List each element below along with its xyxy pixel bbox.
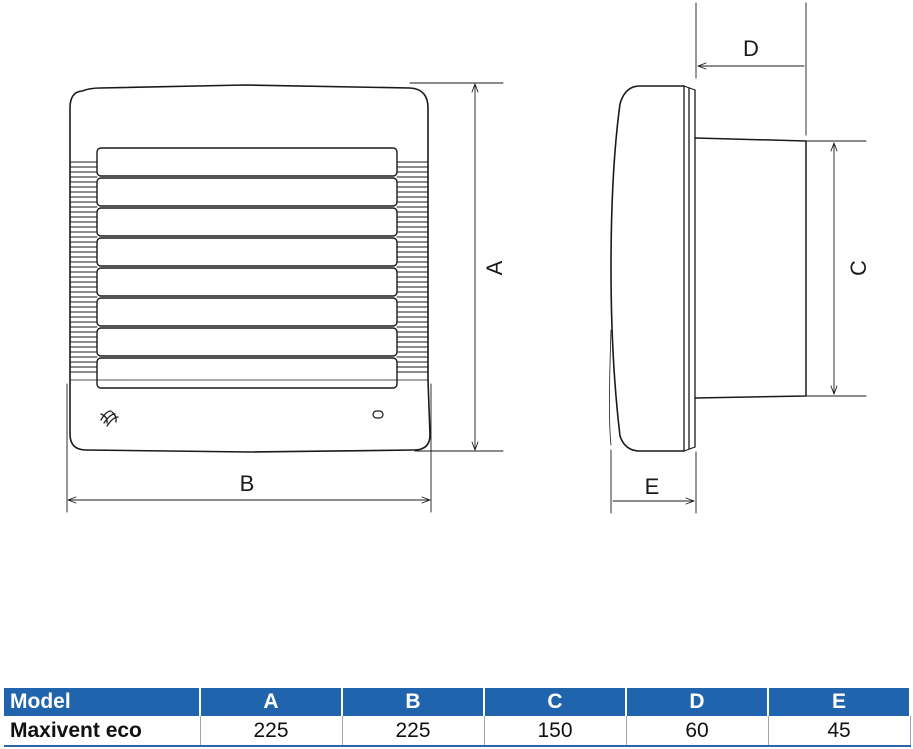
- side-spigot: [694, 137, 807, 399]
- table-header-e: E: [768, 688, 911, 716]
- louvre-slat: [96, 177, 398, 207]
- side-view: [609, 85, 807, 452]
- dimension-label-b: B: [240, 471, 255, 496]
- brand-logo-icon: [100, 410, 119, 427]
- value-d-cell: 60: [626, 716, 769, 747]
- table-row: Maxivent eco 225 225 150 60 45: [4, 716, 911, 747]
- value-b-cell: 225: [342, 716, 485, 747]
- dimension-label-d: D: [743, 36, 759, 61]
- louvre-slat: [96, 267, 398, 297]
- table-header-model: Model: [4, 688, 201, 716]
- front-cover-outline: [69, 84, 431, 453]
- table-header-d: D: [626, 688, 769, 716]
- table-header-c: C: [484, 688, 627, 716]
- dimension-label-e: E: [645, 474, 660, 499]
- table-header-b: B: [342, 688, 485, 716]
- dimension-d: [695, 2, 807, 136]
- fan-technical-drawing: A B C D E: [66, 2, 871, 514]
- value-e-cell: 45: [768, 716, 911, 747]
- louvre-slat: [96, 147, 398, 177]
- louvre-slats: [96, 147, 398, 389]
- dimensions-table: Model A B C D E Maxivent eco 225 225 150…: [4, 688, 911, 747]
- louvre-slat: [96, 207, 398, 237]
- louvre-slat: [96, 237, 398, 267]
- louvre-slat: [96, 297, 398, 327]
- dimension-label-c: C: [846, 260, 871, 276]
- dimension-b: [66, 383, 432, 513]
- value-a-cell: 225: [200, 716, 343, 747]
- dimension-e: [610, 449, 697, 514]
- left-side-ribs: [69, 161, 98, 373]
- dimension-c: [805, 140, 867, 397]
- right-side-ribs: [396, 161, 429, 373]
- value-c-cell: 150: [484, 716, 627, 747]
- side-cover-profile: [610, 85, 685, 452]
- front-view: [69, 84, 431, 453]
- dimension-a: [409, 82, 504, 452]
- model-name-cell: Maxivent eco: [4, 716, 201, 747]
- table-header-a: A: [200, 688, 343, 716]
- table-header-row: Model A B C D E: [4, 688, 911, 716]
- louvre-slat: [96, 357, 398, 389]
- dimension-label-a: A: [482, 260, 507, 275]
- louvre-slat: [96, 327, 398, 357]
- indicator-light-icon: [372, 410, 384, 419]
